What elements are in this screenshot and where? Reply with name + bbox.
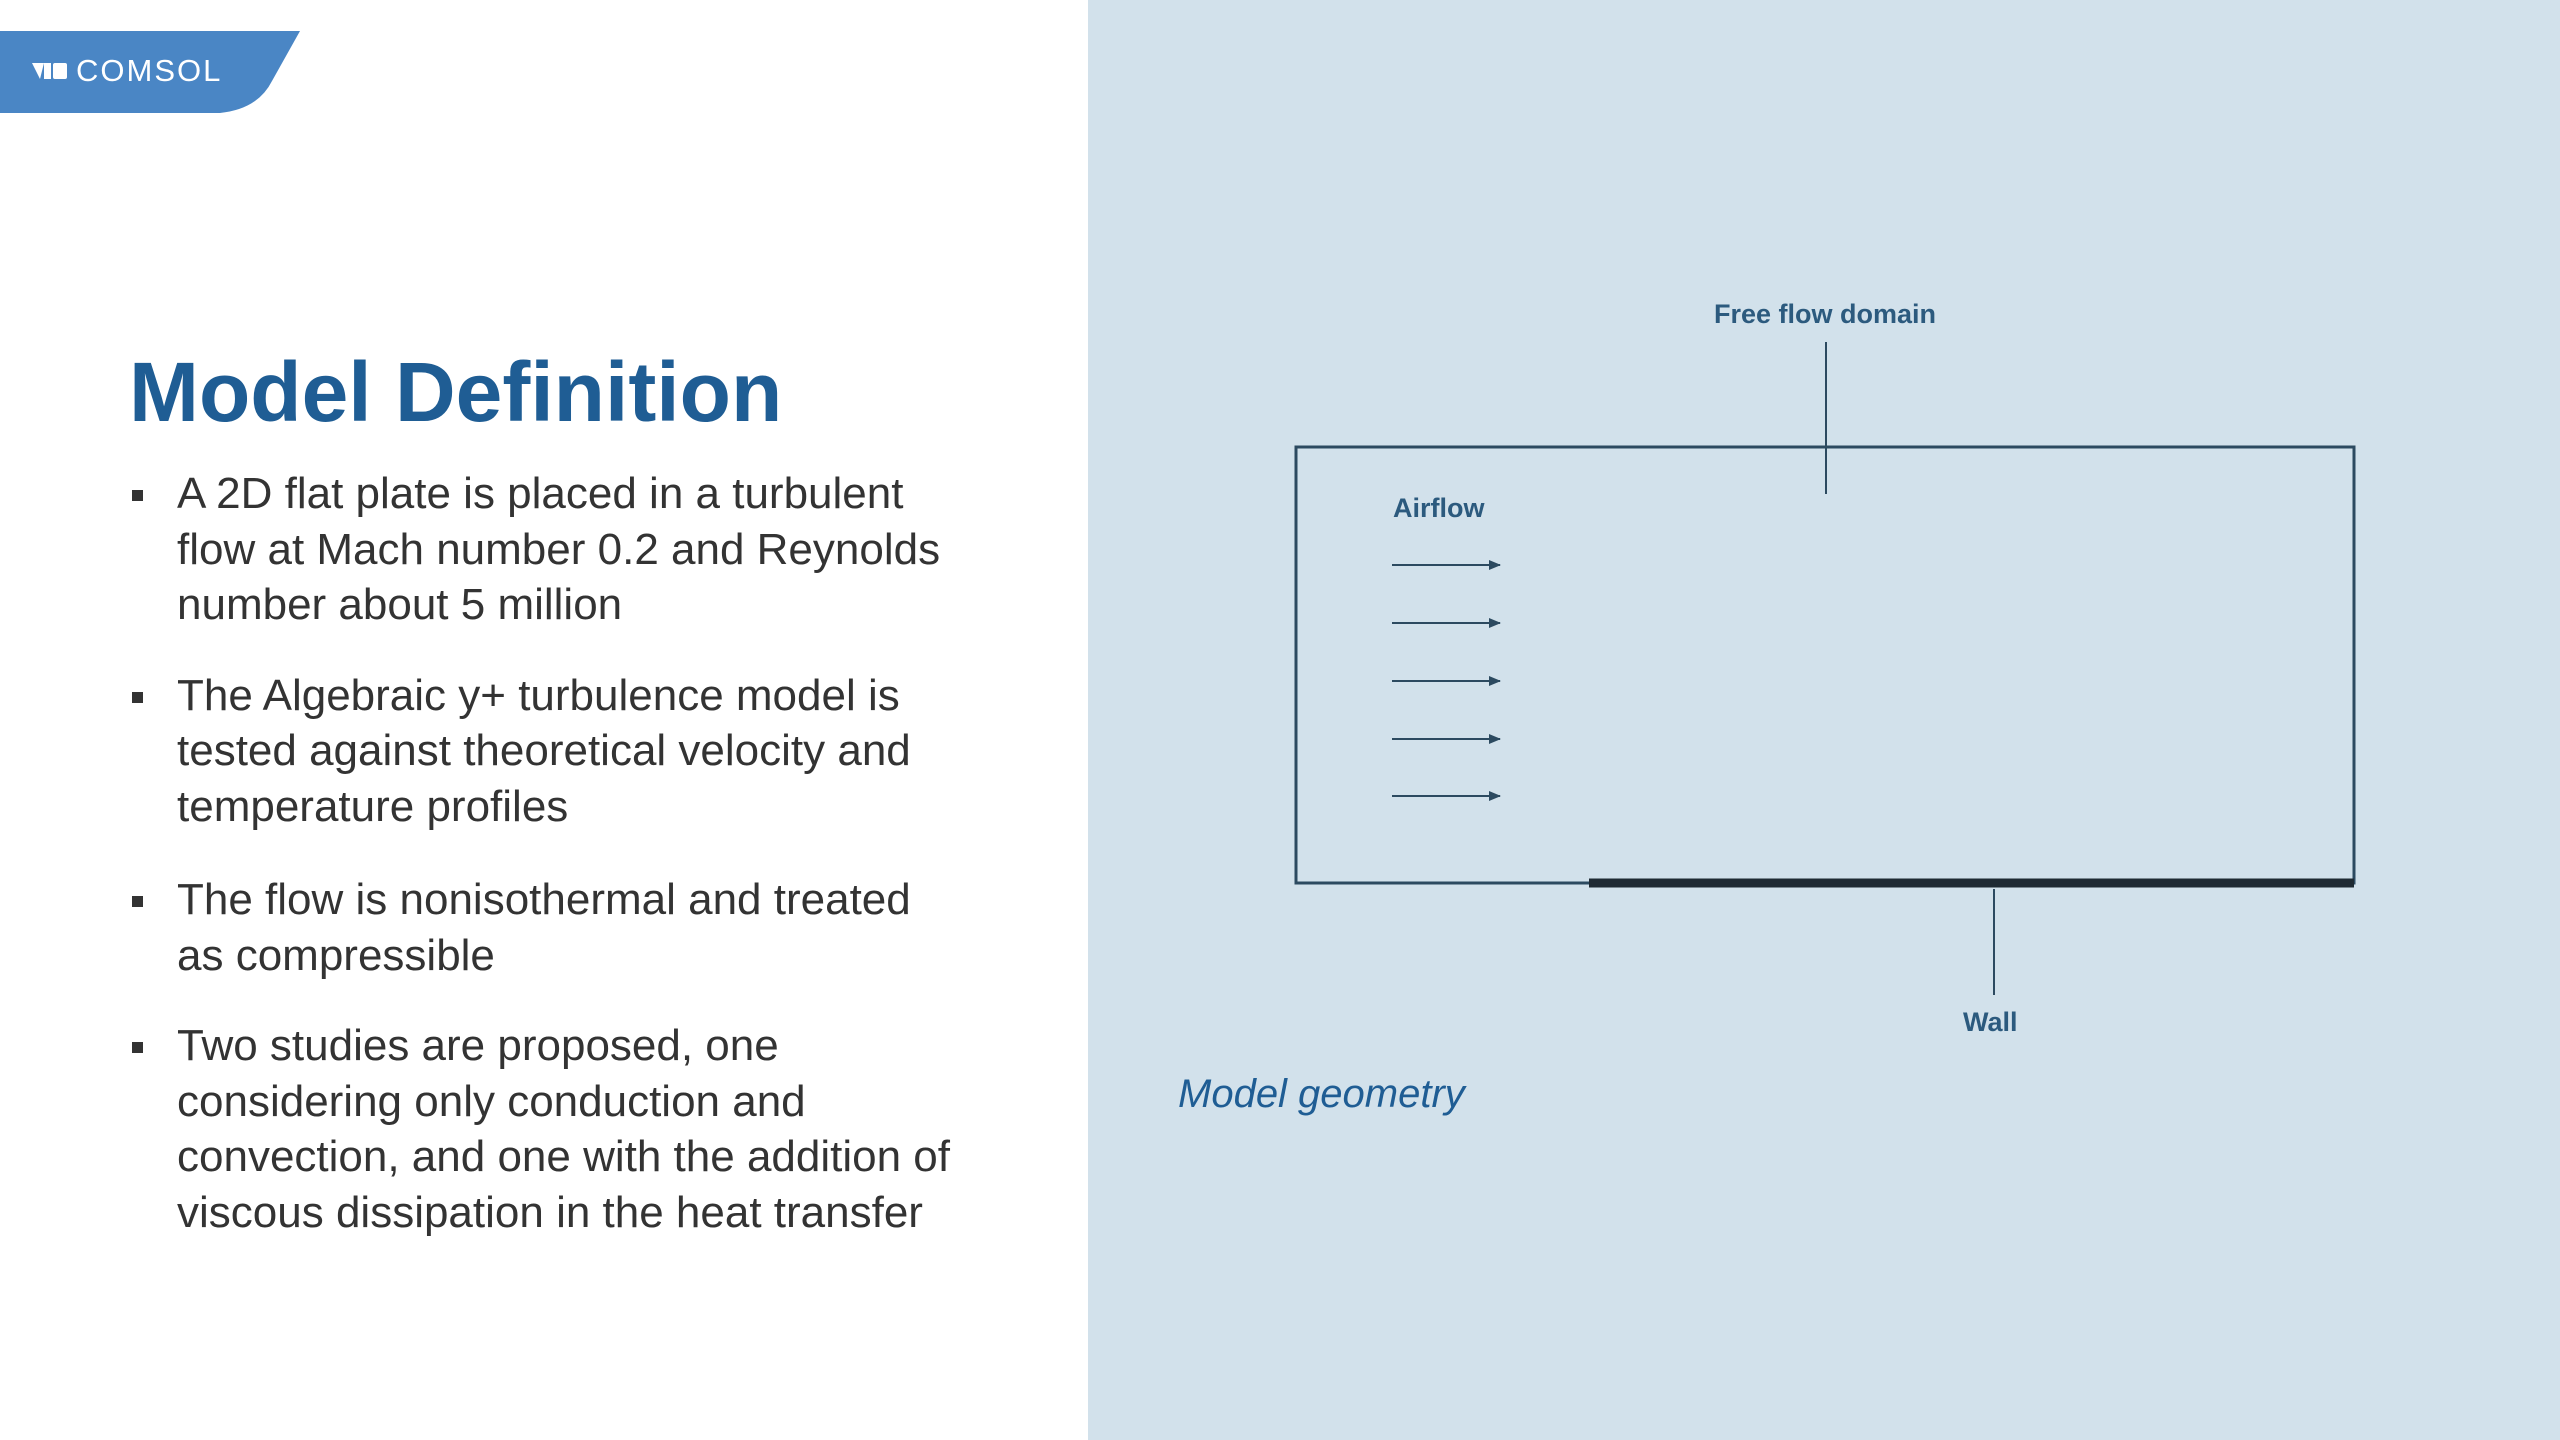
figure-caption: Model geometry (1178, 1072, 1465, 1116)
airflow-label: Airflow (1393, 493, 1485, 523)
comsol-logo-text: COMSOL (76, 53, 223, 88)
bullet-marker-icon (132, 490, 143, 501)
comsol-logo-icon (32, 63, 67, 79)
bullet-text: The flow is nonisothermal and treated as… (177, 875, 911, 980)
airflow-arrows (1392, 560, 1501, 801)
slide-title: Model Definition (129, 345, 783, 439)
bullet-text: Two studies are proposed, one considerin… (177, 1021, 950, 1237)
bullet-marker-icon (132, 1042, 143, 1053)
wall-label: Wall (1963, 1007, 2018, 1037)
text-panel (0, 0, 1088, 1440)
bullet-item: Two studies are proposed, one considerin… (129, 1018, 959, 1240)
bullet-text: A 2D flat plate is placed in a turbulent… (177, 469, 941, 629)
bullet-marker-icon (132, 691, 143, 703)
bullet-text: The Algebraic y+ turbulence model is tes… (177, 670, 911, 831)
bullet-list: A 2D flat plate is placed in a turbulent… (129, 466, 959, 1275)
bullet-marker-icon (132, 896, 143, 907)
figure-panel (1088, 0, 2560, 1440)
bullet-item: The flow is nonisothermal and treated as… (129, 872, 959, 983)
free-flow-domain-label: Free flow domain (1714, 299, 1937, 329)
bullet-item: The Algebraic y+ turbulence model is tes… (129, 668, 959, 835)
bullet-item: A 2D flat plate is placed in a turbulent… (129, 466, 959, 633)
logo-tab (0, 31, 300, 113)
